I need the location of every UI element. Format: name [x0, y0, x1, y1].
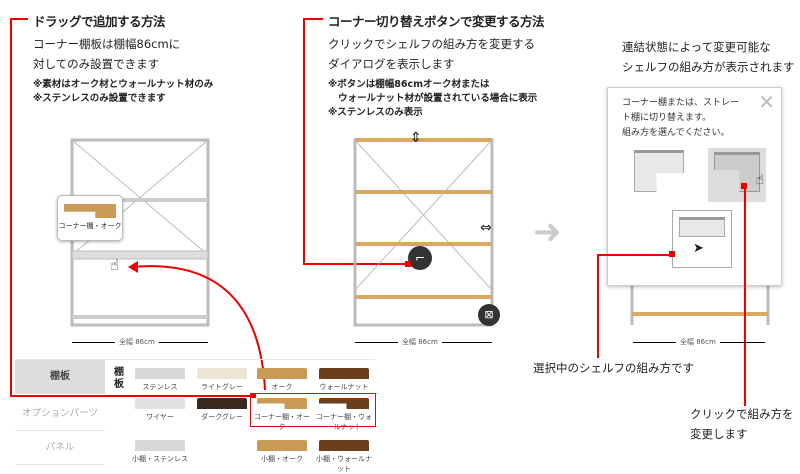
callout-click: 変更します [690, 427, 748, 441]
callout-line [597, 254, 673, 256]
shelf-thumb [197, 368, 247, 379]
shelf-item-label: ステンレス [142, 383, 178, 391]
dimension-label: 全幅 86cm [398, 337, 442, 347]
drag-arrow [128, 261, 266, 391]
shelf-item[interactable]: 小棚・ステンレス [130, 440, 190, 464]
shelf-item-label: ワイヤー [146, 413, 174, 421]
callout-line [10, 395, 254, 397]
shelf-thumb [135, 368, 185, 379]
dimension-label: 全幅 86cm [676, 337, 720, 347]
panel-divider [15, 359, 375, 360]
sidebar-item-shelf[interactable]: 棚板 [15, 360, 105, 394]
resize-vertical-icon[interactable]: ⇕ [410, 130, 422, 146]
layout-dialog: コーナー棚または、ストレート棚に切り替えます。組み方を選んでください。 ✕ ☝ … [607, 87, 782, 286]
note: ※ステンレスのみ設置できます [33, 93, 166, 104]
section1-title: ドラッグで追加する方法 [33, 14, 166, 29]
shelf-thumb [257, 440, 307, 451]
callout-marker [405, 261, 411, 267]
sidebar-item-panel[interactable]: パネル [15, 432, 105, 465]
lead-line: 対してのみ設置できます [33, 57, 160, 71]
shelf-thumb [135, 440, 185, 451]
shelf-item[interactable]: コーナー棚・オーク [252, 398, 312, 432]
corner-shelf-thumb [64, 204, 116, 218]
lead-line: コーナー棚板は棚幅86cmに [33, 37, 181, 51]
shelf-thumb [197, 398, 247, 409]
shelf-thumb [257, 368, 307, 379]
resize-horizontal-icon[interactable]: ⇔ [480, 220, 492, 236]
shelf-item[interactable]: 小棚・ウォールナット [314, 440, 374, 474]
callout-line [597, 254, 599, 358]
callout-marker [669, 251, 675, 257]
hand-cursor-icon: ☝ [110, 256, 120, 274]
callout-line [744, 186, 746, 406]
note: ※ステンレスのみ表示 [328, 107, 423, 118]
shelf-thumb [319, 368, 369, 379]
shelf-item[interactable]: ワイヤー [130, 398, 190, 422]
shelf-item-label: コーナー棚・ウォールナット [316, 413, 372, 431]
note: ※素材はオーク材とウォールナット材のみ [33, 79, 214, 90]
tooltip-label: コーナー棚・オーク [58, 222, 122, 230]
shelf-thumb [135, 398, 185, 409]
shelf-item[interactable]: オーク [252, 368, 312, 392]
corner-items-highlight [250, 393, 376, 427]
callout-line [303, 18, 323, 20]
shelf-thumb [319, 440, 369, 451]
note: ウォールナット材が設置されている場合に表示 [338, 93, 538, 104]
callout-marker [251, 393, 256, 398]
callout-marker [741, 183, 747, 189]
shelf-item[interactable]: ステンレス [130, 368, 190, 392]
shelf-thumb [319, 398, 369, 409]
shelf-item[interactable]: 小棚・オーク [252, 440, 312, 464]
shelf-item[interactable]: ウォールナット [314, 368, 374, 392]
lead-line: クリックでシェルフの組み方を変更する [328, 37, 535, 51]
shelf-item-label: オーク [271, 383, 293, 391]
lead-line: ダイアログを表示します [328, 57, 455, 71]
layout-option-straight[interactable]: ➤ [672, 210, 732, 268]
shelf-item-label: コーナー棚・オーク [254, 413, 310, 431]
dialog-text: コーナー棚または、ストレー [622, 98, 740, 108]
sidebar-item-options[interactable]: オプションパーツ [15, 398, 105, 431]
corner-switch-button[interactable]: ⌐ [408, 246, 432, 270]
close-icon[interactable]: ✕ [758, 90, 775, 114]
callout-selected: 選択中のシェルフの組み方です [533, 361, 694, 375]
lead-line: 連結状態によって変更可能な [622, 40, 771, 54]
callout-line [10, 18, 12, 396]
drag-tooltip: コーナー棚・オーク [57, 195, 123, 241]
shelf-item-label: 小棚・ステンレス [132, 455, 188, 463]
add-panel-button[interactable]: ⊠ [478, 304, 500, 326]
layout-option-corner-right[interactable]: ☝ [708, 148, 766, 202]
arrow-right-icon: ➜ [533, 212, 562, 252]
shelf-item-label: ウォールナット [319, 383, 369, 391]
shelf-item[interactable]: ダークグレー [192, 398, 252, 422]
lead-line: シェルフの組み方が表示されます [622, 60, 795, 74]
dialog-text: 組み方を選んでください。 [622, 128, 730, 138]
cursor-arrow-icon: ➤ [693, 241, 704, 256]
callout-line [303, 18, 305, 264]
shelf-item[interactable]: コーナー棚・ウォールナット [314, 398, 374, 432]
callout-click: クリックで組み方を [690, 407, 794, 421]
shelf-thumb [257, 398, 307, 409]
section2-title: コーナー切り替えボタンで変更する方法 [328, 14, 545, 29]
layout-option-corner-left[interactable] [634, 150, 684, 200]
shelf-item-label: ダークグレー [201, 413, 243, 421]
shelf-item-label: 小棚・オーク [261, 455, 303, 463]
hand-cursor-icon: ☝ [755, 172, 764, 188]
dimension-label: 全幅 86cm [115, 337, 159, 347]
shelf-illustration-1 [70, 138, 210, 327]
shelf-item-label: ライトグレー [201, 383, 243, 391]
shelf-item-label: 小棚・ウォールナット [316, 455, 372, 473]
column-label: 棚板 [114, 367, 124, 390]
callout-line [10, 18, 28, 20]
shelf-illustration-2 [353, 138, 494, 327]
dialog-text: ト棚に切り替えます。 [622, 113, 712, 123]
note: ※ボタンは棚幅86cmオーク材または [328, 79, 490, 90]
shelf-item[interactable]: ライトグレー [192, 368, 252, 392]
